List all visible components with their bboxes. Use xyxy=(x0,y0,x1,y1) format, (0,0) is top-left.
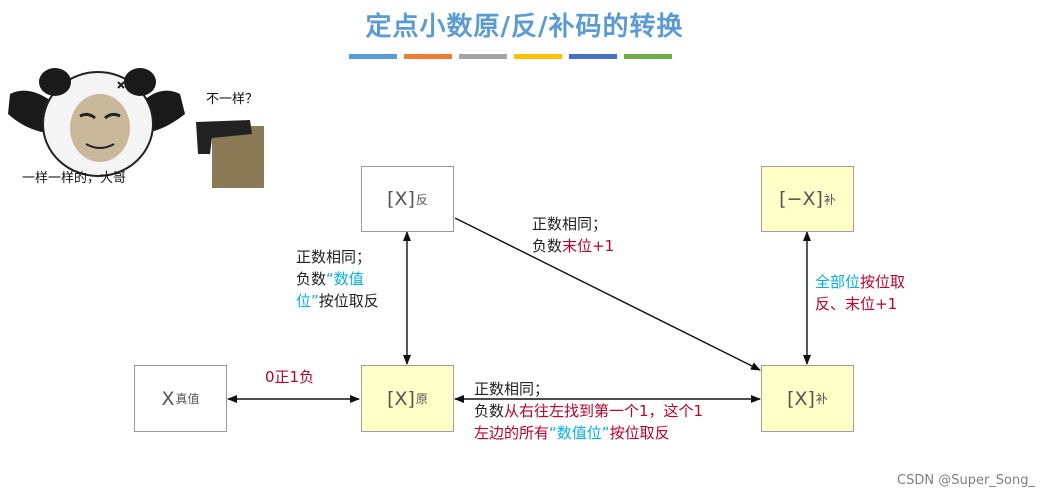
box-subscript: 原 xyxy=(415,392,428,406)
label-line: 负数末位+1 xyxy=(532,235,614,257)
box-subscript: 补 xyxy=(823,192,836,207)
title-bar-segment xyxy=(404,54,452,59)
label-text: 负数 xyxy=(296,270,327,288)
label-highlight: 从右往左找到第一个1，这个1 xyxy=(504,402,704,420)
label-line: 正数相同； xyxy=(474,380,550,398)
original-to-ones-label: 正数相同； 负数“数值 位”按位取反 xyxy=(296,246,379,312)
label-line: 全部位按位取 xyxy=(815,271,905,293)
meme-left-caption: 一样一样的，大哥 xyxy=(22,171,127,186)
label-line: 正数相同； xyxy=(532,215,608,233)
label-text: 左边的所有 xyxy=(474,424,550,442)
label-highlight: 全部位 xyxy=(815,273,861,291)
box-subscript: 补 xyxy=(815,392,828,406)
arrow-ones-to-twos xyxy=(454,217,761,371)
title-bar-segment xyxy=(624,54,672,59)
label-text: 按位取反 xyxy=(318,292,379,310)
box-main-text: [−X] xyxy=(779,188,823,210)
label-highlight: “数值位” xyxy=(549,424,610,442)
sign-rule-label: 0正1负 xyxy=(265,368,315,386)
meme-right-caption: 不一样？ xyxy=(206,92,259,107)
title-color-bar xyxy=(349,54,672,59)
watermark: CSDN @Super_Song_ xyxy=(897,473,1035,488)
label-line: 负数“数值 xyxy=(296,268,379,290)
box-subscript: 真值 xyxy=(175,392,200,406)
meme-illustration: 一样一样的，大哥 不一样？ xyxy=(0,64,270,194)
title-bar-segment xyxy=(349,54,397,59)
label-line: 负数从右往左找到第一个1，这个1 xyxy=(474,400,703,422)
label-line: 左边的所有“数值位”按位取反 xyxy=(474,422,703,444)
box-main-text: [X] xyxy=(387,387,415,410)
label-line: 位”按位取反 xyxy=(296,290,379,312)
sign-magnitude-box: [X]原 xyxy=(361,365,454,432)
title-bar-segment xyxy=(569,54,617,59)
label-highlight: “数值 xyxy=(326,270,364,288)
page-title: 定点小数原/反/补码的转换 xyxy=(365,12,684,42)
label-highlight: 末位+1 xyxy=(562,237,615,255)
label-text: 负数 xyxy=(474,402,505,420)
neg-twos-complement-box: [−X]补 xyxy=(761,166,854,232)
label-text: 按位取 xyxy=(860,273,906,291)
twos-to-neg-twos-label: 全部位按位取 反、末位+1 xyxy=(815,271,905,315)
title-bar-segment xyxy=(459,54,507,59)
panda-meme-image xyxy=(8,68,264,188)
label-text: 按位取反 xyxy=(609,424,670,442)
box-main-text: X xyxy=(161,387,175,410)
ones-complement-box: [X]反 xyxy=(361,166,454,232)
box-main-text: [X] xyxy=(787,387,815,410)
twos-complement-box: [X]补 xyxy=(761,365,854,432)
box-subscript: 反 xyxy=(415,192,428,207)
ones-to-twos-label: 正数相同； 负数末位+1 xyxy=(532,213,614,257)
title-bar-segment xyxy=(514,54,562,59)
original-to-twos-label: 正数相同； 负数从右往左找到第一个1，这个1 左边的所有“数值位”按位取反 xyxy=(474,378,703,444)
label-line: 正数相同； xyxy=(296,248,372,266)
label-text: 负数 xyxy=(532,237,563,255)
box-main-text: [X] xyxy=(387,188,415,210)
label-highlight: 位” xyxy=(296,292,319,310)
label-line: 反、末位+1 xyxy=(815,295,898,313)
